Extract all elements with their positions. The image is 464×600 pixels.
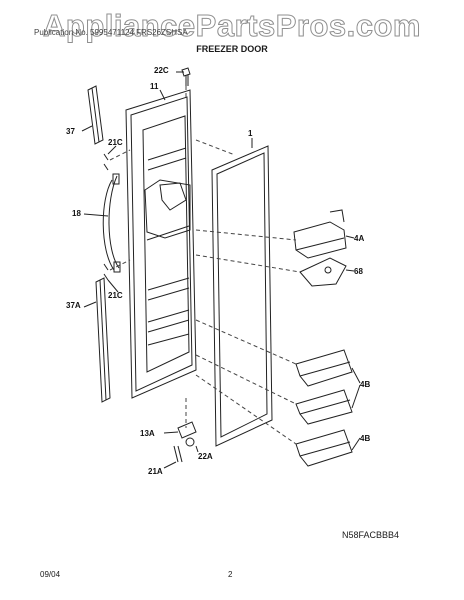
page-title: FREEZER DOOR: [196, 44, 268, 54]
callout-18: 18: [72, 209, 81, 218]
leader-lines: [81, 71, 361, 469]
callout-37: 37: [66, 127, 75, 136]
hinge-pin-top: [181, 67, 191, 86]
door-handle: [102, 173, 121, 273]
freezer-door-panel: [125, 89, 197, 399]
callout-13a: 13A: [140, 429, 155, 438]
footer-date: 09/04: [40, 570, 61, 579]
alignment-lines: [109, 86, 301, 445]
callout-21c-bottom: 21C: [108, 291, 123, 300]
callout-4a: 4A: [354, 234, 364, 243]
footer-page-number: 2: [228, 570, 233, 579]
callout-1: 1: [248, 129, 253, 138]
watermark-logo: AppliancePartsPros.com: [43, 8, 421, 44]
trim-strip-bottom: [95, 277, 111, 403]
door-bin-4b-bottom: [295, 429, 353, 467]
door-bin-4b-top: [295, 349, 353, 425]
hinge-bracket-bottom: [173, 421, 197, 463]
callout-37a: 37A: [66, 301, 81, 310]
callout-11: 11: [150, 82, 159, 91]
door-gasket: [211, 145, 273, 447]
callout-4b-bottom: 4B: [360, 434, 370, 443]
callout-22c: 22C: [154, 66, 169, 75]
trim-strip-top: [87, 85, 104, 145]
callout-21a: 21A: [148, 467, 163, 476]
callout-21c-top: 21C: [108, 138, 123, 147]
diagram-code: N58FACBBB4: [342, 530, 400, 540]
callout-68: 68: [354, 267, 363, 276]
door-bin-4a: [293, 209, 347, 259]
callout-4b-top: 4B: [360, 380, 370, 389]
screw-21c-bottom: [103, 263, 109, 281]
door-bin-68: [299, 257, 347, 287]
publication-header: Publication No. 5995471124 FRS26ZSHSA: [34, 28, 188, 37]
screw-21c-top: [103, 153, 109, 171]
callout-22a: 22A: [198, 452, 213, 461]
